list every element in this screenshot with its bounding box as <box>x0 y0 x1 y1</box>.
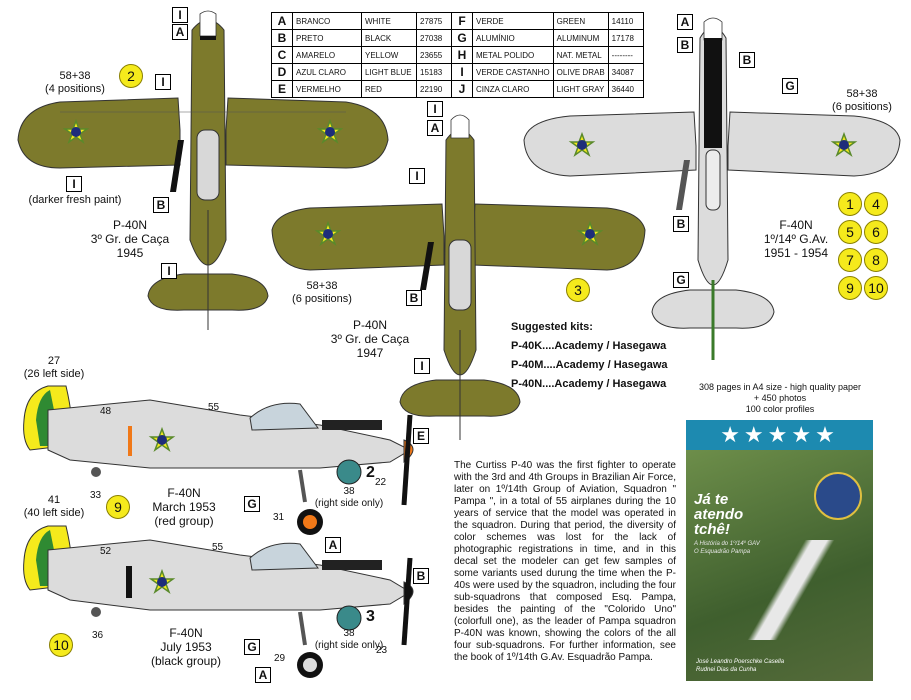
callout-i: I <box>414 358 430 374</box>
kit-item: P-40K....Academy / Hasegawa <box>511 340 667 352</box>
kit-item: P-40M....Academy / Hasegawa <box>511 359 668 371</box>
callout-b: B <box>739 52 755 68</box>
kit-item: P-40N....Academy / Hasegawa <box>511 378 667 390</box>
book-subtitle: A História do 1º/14º GAV O Esquadrão Pam… <box>694 541 760 555</box>
suggested-kits: Suggested kits: P-40K....Academy / Haseg… <box>511 318 668 394</box>
callout-a: A <box>677 14 693 30</box>
callout-a: A <box>325 537 341 553</box>
callout-a: A <box>255 667 271 683</box>
decal-number: 33 <box>90 490 102 501</box>
decal-number: 27(26 left side) <box>23 355 85 380</box>
callout-g: G <box>244 639 260 655</box>
profile-badge: 3 <box>566 278 590 302</box>
color-code: 36440 <box>607 80 644 98</box>
callout-i: I <box>161 263 177 279</box>
fresh-paint-note: (darker fresh paint) <box>28 194 122 206</box>
color-en: LIGHT GRAY <box>552 80 609 98</box>
callout-i: I <box>409 168 425 184</box>
callout-a: A <box>427 120 443 136</box>
kits-title: Suggested kits: <box>511 321 593 333</box>
book-authors: José Leandro Poerschke Casella Rudnei Di… <box>696 659 785 673</box>
description-paragraph: The Curtiss P-40 was the first fighter t… <box>454 460 676 663</box>
decal-number: 52 <box>100 546 112 557</box>
plane-2-top-view <box>271 114 646 440</box>
book-title: Já te atendo tchê! <box>694 491 744 538</box>
decal-number: 55 <box>212 542 224 553</box>
positions-label: 58+38(6 positions) <box>832 88 892 113</box>
callout-e: E <box>413 428 429 444</box>
callout-b: B <box>406 290 422 306</box>
book-blurb: 308 pages in A4 size - high quality pape… <box>698 382 862 414</box>
decal-number: 55 <box>208 402 220 413</box>
decal-number: 41(40 left side) <box>23 494 85 519</box>
callout-b: B <box>677 37 693 53</box>
decal-number: 48 <box>100 406 112 417</box>
profile-badge: 5 <box>838 220 862 244</box>
profile-badge: 7 <box>838 248 862 272</box>
callout-b: B <box>673 216 689 232</box>
callout-i: I <box>66 176 82 192</box>
profile-badge: 6 <box>864 220 888 244</box>
positions-label: 58+38(6 positions) <box>292 280 352 305</box>
decal-number: 22 <box>375 477 387 488</box>
decal-number: 36 <box>92 630 104 641</box>
positions-label: 58+38(4 positions) <box>45 70 105 95</box>
book-cover: ★★★★★ Já te atendo tchê! A História do 1… <box>686 420 873 681</box>
stars-banner: ★★★★★ <box>686 420 873 450</box>
color-table: A BRANCO WHITE 27875 F VERDE GREEN 14110… <box>271 12 644 98</box>
callout-a: A <box>172 24 188 40</box>
jet-image <box>746 540 836 640</box>
callout-b: B <box>413 568 429 584</box>
color-key: J <box>451 80 473 98</box>
plane-1-top-view <box>17 10 389 330</box>
plane-5-side-view <box>23 525 414 678</box>
callout-g: G <box>673 272 689 288</box>
tail-number: 3 <box>366 608 375 625</box>
plane-4-side-view <box>23 385 414 535</box>
profile-badge: 8 <box>864 248 888 272</box>
profile-badge: 4 <box>864 192 888 216</box>
decal-number: 31 <box>273 512 285 523</box>
squadron-emblem <box>814 472 862 520</box>
tail-number: 2 <box>366 464 375 481</box>
profile-badge: 9 <box>838 276 862 300</box>
callout-b: B <box>153 197 169 213</box>
profile-badge: 9 <box>106 495 130 519</box>
callout-i: I <box>427 101 443 117</box>
plane-3-top-view <box>523 17 901 360</box>
decal-number: 38(right side only) <box>314 486 384 509</box>
profile-badge: 10 <box>49 633 73 657</box>
decal-number: 38(right side only) <box>314 628 384 651</box>
callout-g: G <box>244 496 260 512</box>
profile-badge: 2 <box>119 64 143 88</box>
callout-g: G <box>782 78 798 94</box>
decal-number: 23 <box>376 645 388 656</box>
profile-badge: 1 <box>838 192 862 216</box>
profile-badge: 10 <box>864 276 888 300</box>
decal-number: 29 <box>274 653 286 664</box>
callout-i: I <box>172 7 188 23</box>
callout-i: I <box>155 74 171 90</box>
